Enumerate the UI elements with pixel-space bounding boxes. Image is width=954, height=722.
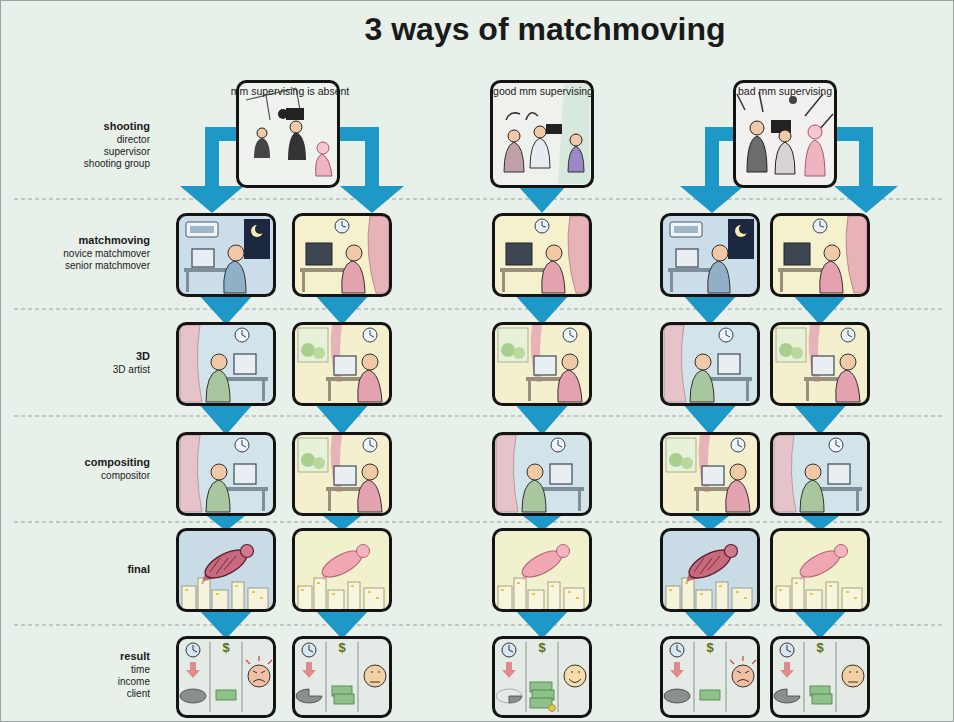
illustration-frame — [494, 324, 591, 405]
illustration-part — [14, 309, 944, 310]
illustration-frame — [294, 215, 391, 296]
illustration-part — [859, 127, 873, 189]
money-symbol: $ — [338, 640, 345, 656]
illustration-frame — [294, 434, 391, 515]
illustration-part — [792, 294, 848, 325]
money-symbol: $ — [538, 640, 545, 656]
role-label: income — [118, 676, 150, 688]
illustration-frame — [735, 82, 836, 187]
illustration-frame — [494, 638, 591, 717]
role-label: client — [127, 688, 150, 700]
illustration-frame — [178, 638, 275, 717]
illustration-frame — [178, 215, 275, 296]
money-symbol: $ — [816, 640, 823, 656]
row-label: matchmoving — [78, 234, 150, 247]
row-label: shooting — [104, 120, 150, 133]
illustration-frame — [662, 434, 759, 515]
illustration-frame — [494, 434, 591, 515]
column-header: good mm supervising — [493, 85, 593, 98]
column-header: bad mm supervising — [738, 85, 832, 98]
row-label: compositing — [85, 456, 150, 469]
role-label: director — [117, 134, 150, 146]
row-label: 3D — [136, 350, 150, 363]
illustration-part — [314, 294, 370, 325]
illustration-frame — [492, 82, 593, 187]
illustration-frame — [494, 530, 591, 611]
illustration-frames — [178, 82, 869, 717]
illustration-frame — [178, 434, 275, 515]
illustration-frame — [772, 434, 869, 515]
role-label: senior matchmover — [65, 260, 150, 272]
role-label: supervisor — [104, 146, 150, 158]
illustration-part — [680, 186, 744, 213]
illustration-part — [834, 186, 898, 213]
illustration-part — [180, 186, 244, 213]
illustration-part — [14, 625, 944, 626]
illustration-part — [792, 403, 848, 435]
money-symbol: $ — [222, 640, 229, 656]
illustration-frame — [662, 324, 759, 405]
illustration-frame — [772, 638, 869, 717]
illustration-frame — [294, 530, 391, 611]
flow-arrows — [180, 127, 898, 639]
row-label: result — [120, 650, 150, 663]
illustration-part — [792, 609, 848, 639]
column-header: mm supervising is absent — [231, 85, 349, 98]
role-label: shooting group — [84, 158, 150, 170]
illustration-part — [682, 609, 738, 639]
row-label: final — [127, 563, 150, 576]
diagram-title: 3 ways of matchmoving — [365, 10, 726, 48]
illustration-part — [365, 127, 379, 189]
illustration-part — [682, 294, 738, 325]
illustration-frame — [772, 215, 869, 296]
illustration-frame — [178, 530, 275, 611]
illustration-part — [198, 403, 254, 435]
illustration-frame — [662, 215, 759, 296]
illustration-frame — [772, 324, 869, 405]
illustration-frame — [662, 638, 759, 717]
role-label: 3D artist — [113, 364, 150, 376]
illustration-frame — [662, 530, 759, 611]
illustration-frame — [494, 215, 591, 296]
illustration-part — [340, 186, 404, 213]
illustration-part — [514, 403, 570, 435]
illustration-part — [198, 609, 254, 639]
row-separators — [14, 199, 944, 625]
illustration-part — [682, 403, 738, 435]
illustration-frame — [294, 638, 391, 717]
illustration-part — [518, 186, 566, 213]
illustration-part — [14, 522, 944, 523]
illustration-part — [514, 294, 570, 325]
illustration-part — [314, 609, 370, 639]
illustration-part — [705, 127, 719, 189]
illustration-frame — [772, 530, 869, 611]
illustration-frame — [294, 324, 391, 405]
money-symbol: $ — [706, 640, 713, 656]
illustration-part — [198, 294, 254, 325]
illustration-part — [514, 609, 570, 639]
illustration-part — [314, 403, 370, 435]
role-label: compositor — [101, 470, 150, 482]
illustration-part — [205, 127, 219, 189]
illustration-frame — [178, 324, 275, 405]
role-label: time — [131, 664, 150, 676]
illustration-part — [14, 199, 944, 200]
role-label: novice matchmover — [63, 248, 150, 260]
illustration-frame — [238, 82, 339, 187]
